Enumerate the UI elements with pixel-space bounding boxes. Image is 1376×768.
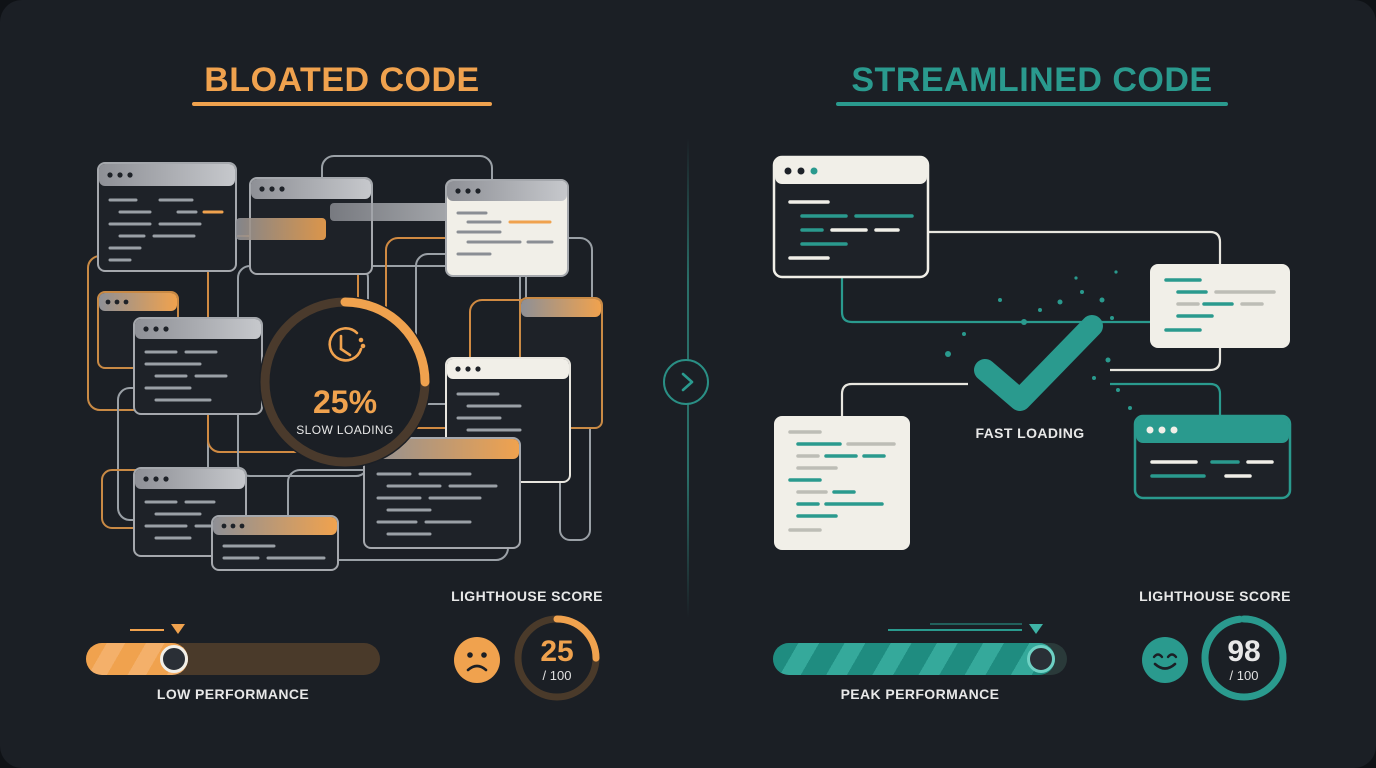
streamlined-code-title: STREAMLINED CODE [836,58,1228,106]
bloated-code-title-text: BLOATED CODE [204,61,480,99]
code-window [774,416,910,550]
checkmark-icon [945,270,1132,411]
peak-performance-slider[interactable] [773,643,1067,675]
peak-performance-label: PEAK PERFORMANCE [840,686,1000,702]
bloated-code-title: BLOATED CODE [192,58,492,106]
left-score-max: / 100 [542,668,572,683]
fast-loading-caption: FAST LOADING [975,425,1085,441]
slider-knob[interactable] [160,645,189,673]
score-arc [1201,615,1287,701]
slow-loading-caption: SLOW LOADING [296,423,394,437]
title-underline [192,102,492,106]
slider-knob[interactable] [1026,645,1055,673]
chevron-right-icon [681,372,694,392]
low-performance-label: LOW PERFORMANCE [156,686,310,702]
slider-fill [773,643,1055,675]
slow-loading-percent: 25% [312,384,378,420]
code-window [236,177,450,275]
score-arc [514,615,600,701]
sad-face-icon [454,637,500,683]
slow-loading-gauge [259,296,431,468]
smiley-face-icon [1142,637,1188,683]
loading-progress-arc [340,297,430,387]
slider-marker-icon [171,624,185,634]
slider-marker-icon [1029,624,1043,634]
title-underline [836,102,1228,106]
right-score-value: 98 [1227,635,1261,668]
left-score-value: 25 [540,635,574,668]
code-window [97,162,237,272]
code-window [1133,414,1292,500]
code-window [133,317,263,415]
clock-icon [328,327,366,362]
right-score-max: / 100 [1229,668,1259,683]
connector-lines [840,230,1222,416]
code-window [211,515,339,571]
low-performance-slider[interactable] [86,643,380,675]
code-window [772,155,930,279]
right-score-label: LIGHTHOUSE SCORE [1139,588,1291,604]
streamlined-code-title-text: STREAMLINED CODE [851,61,1213,99]
next-button[interactable] [663,359,709,405]
code-window [445,179,569,277]
left-score-label: LIGHTHOUSE SCORE [451,588,603,604]
code-window [1150,264,1290,348]
